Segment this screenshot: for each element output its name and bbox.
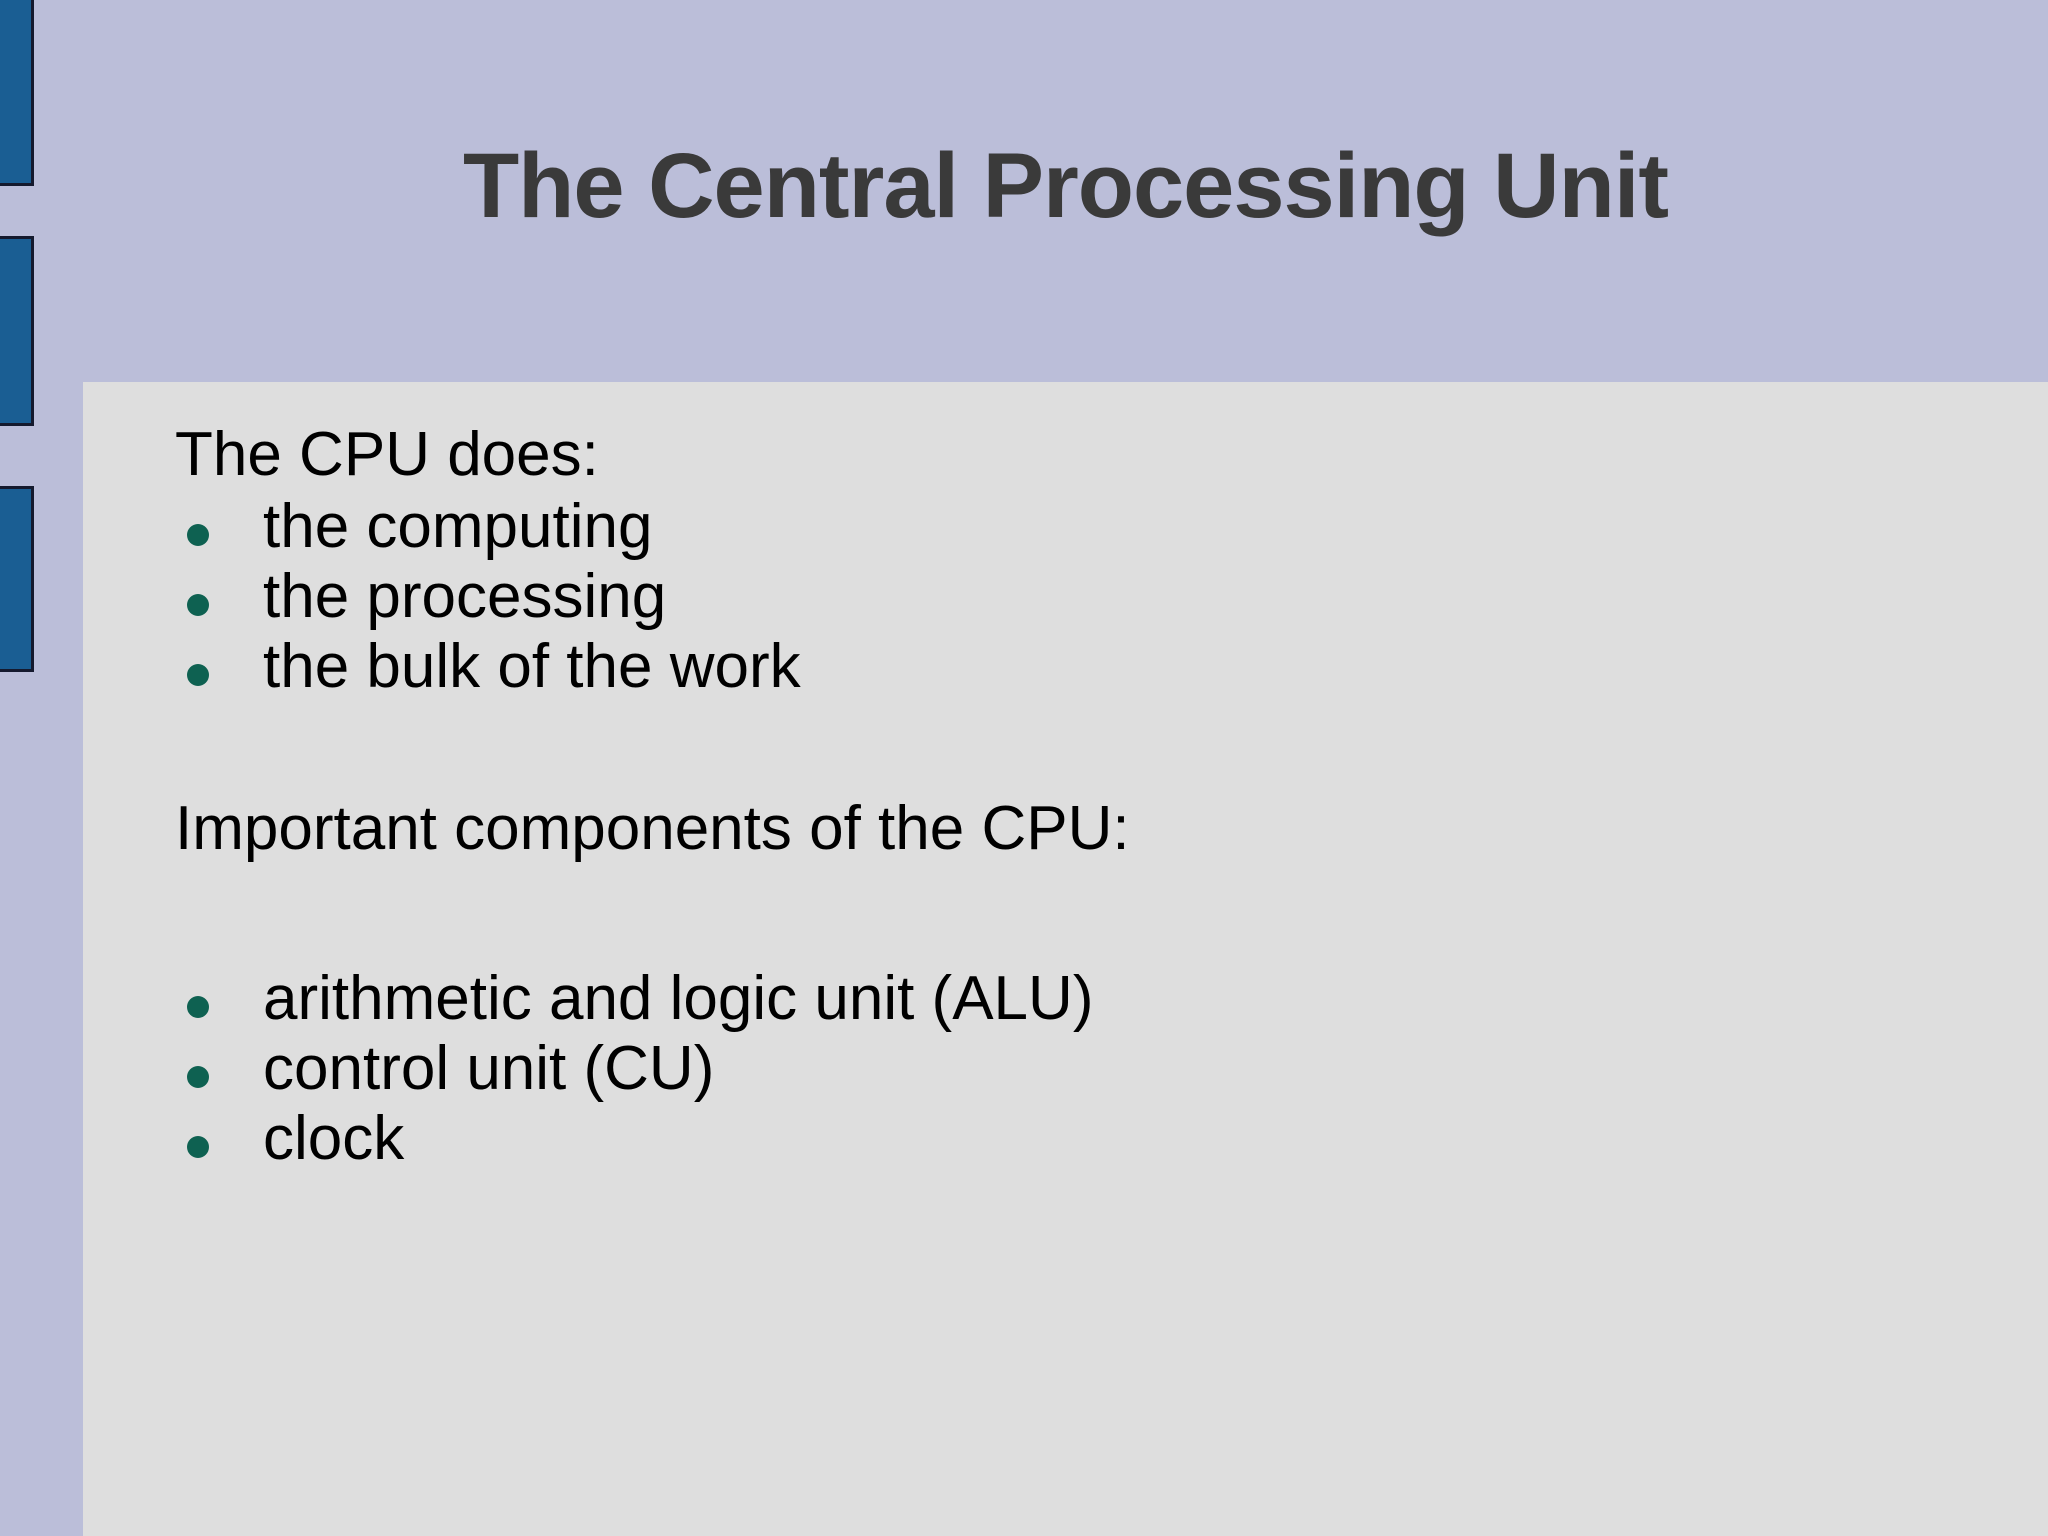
list-item-label: the computing xyxy=(263,492,653,562)
lead-line-cpu-does: The CPU does: xyxy=(175,420,599,489)
bullet-dot-icon xyxy=(187,594,209,617)
body-content: The CPU does: the computing the processi… xyxy=(175,420,2008,1174)
left-accent-rail xyxy=(0,0,83,1536)
list-item: the bulk of the work xyxy=(175,632,2008,702)
title-band: The Central Processing Unit xyxy=(83,0,2048,382)
accent-bar-1-icon xyxy=(0,0,34,186)
slide-title: The Central Processing Unit xyxy=(462,135,1669,237)
list-item: the computing xyxy=(175,492,2008,562)
bullet-list-cpu-components: arithmetic and logic unit (ALU) control … xyxy=(175,964,2008,1174)
list-item-label: clock xyxy=(263,1104,405,1174)
bullet-dot-icon xyxy=(187,996,209,1019)
accent-bar-2-icon xyxy=(0,236,34,426)
list-item: the processing xyxy=(175,562,2008,632)
bullet-dot-icon xyxy=(187,664,209,687)
bullet-dot-icon xyxy=(187,1136,209,1159)
accent-bar-3-icon xyxy=(0,486,34,672)
bullet-list-cpu-does: the computing the processing the bulk of… xyxy=(175,492,2008,702)
list-item-label: the processing xyxy=(263,562,667,632)
lead-line-important-components: Important components of the CPU: xyxy=(175,794,1130,864)
list-item: arithmetic and logic unit (ALU) xyxy=(175,964,2008,1034)
list-item-label: the bulk of the work xyxy=(263,632,801,702)
spacer xyxy=(175,866,2008,964)
spacer xyxy=(175,702,2008,794)
content-panel: The CPU does: the computing the processi… xyxy=(83,382,2048,1536)
list-item: control unit (CU) xyxy=(175,1034,2008,1104)
list-item-label: control unit (CU) xyxy=(263,1034,715,1104)
bullet-dot-icon xyxy=(187,524,209,547)
list-item-label: arithmetic and logic unit (ALU) xyxy=(263,964,1094,1034)
list-item: clock xyxy=(175,1104,2008,1174)
bullet-dot-icon xyxy=(187,1066,209,1089)
